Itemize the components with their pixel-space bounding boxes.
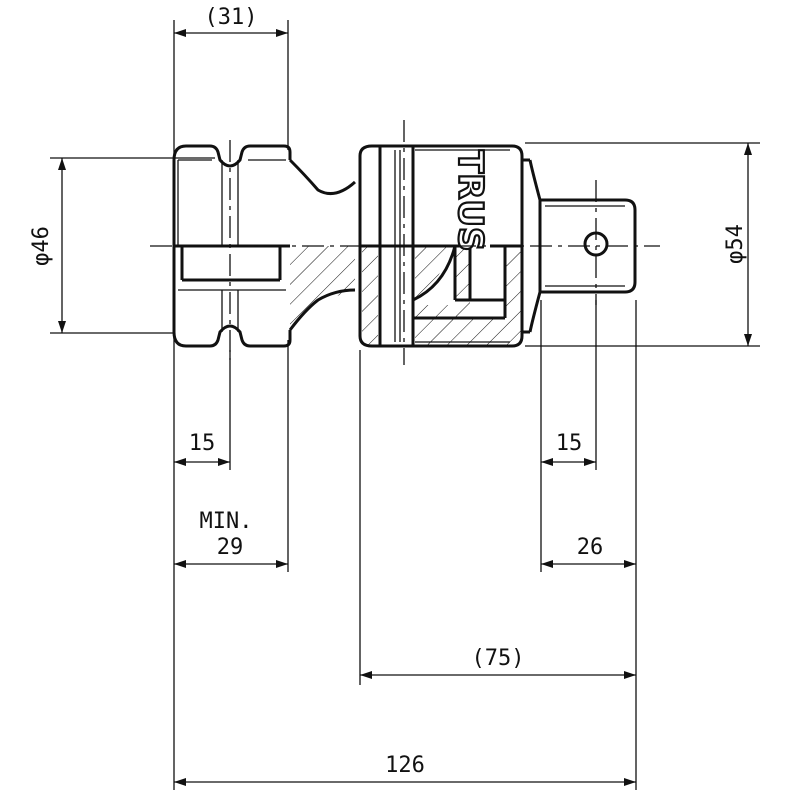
brand-logo: TRUS xyxy=(450,150,490,251)
dim-left-diameter: φ46 xyxy=(29,226,54,266)
yoke-inner-hatch xyxy=(415,246,505,346)
dim-right-diameter: φ54 xyxy=(723,224,748,264)
extension-lines xyxy=(50,20,760,790)
dimension-labels: (31) φ46 φ54 15 15 MIN. 29 26 (75) 126 xyxy=(29,5,748,778)
dimension-lines xyxy=(58,29,752,786)
dim-min-label: MIN. xyxy=(200,509,253,534)
dim-min-value: 29 xyxy=(217,535,244,560)
ball-hatch xyxy=(415,246,450,300)
yoke-right-hatch xyxy=(505,246,522,346)
dim-joint-length: (75) xyxy=(472,646,525,671)
dim-overall-length: 126 xyxy=(385,753,425,778)
dim-right-depth: 15 xyxy=(556,431,583,456)
dim-square-length: 26 xyxy=(577,535,604,560)
dim-top-width: (31) xyxy=(205,5,258,30)
center-lines xyxy=(150,120,660,365)
dim-left-depth: 15 xyxy=(189,431,216,456)
yoke-lower-hatch xyxy=(362,246,378,346)
